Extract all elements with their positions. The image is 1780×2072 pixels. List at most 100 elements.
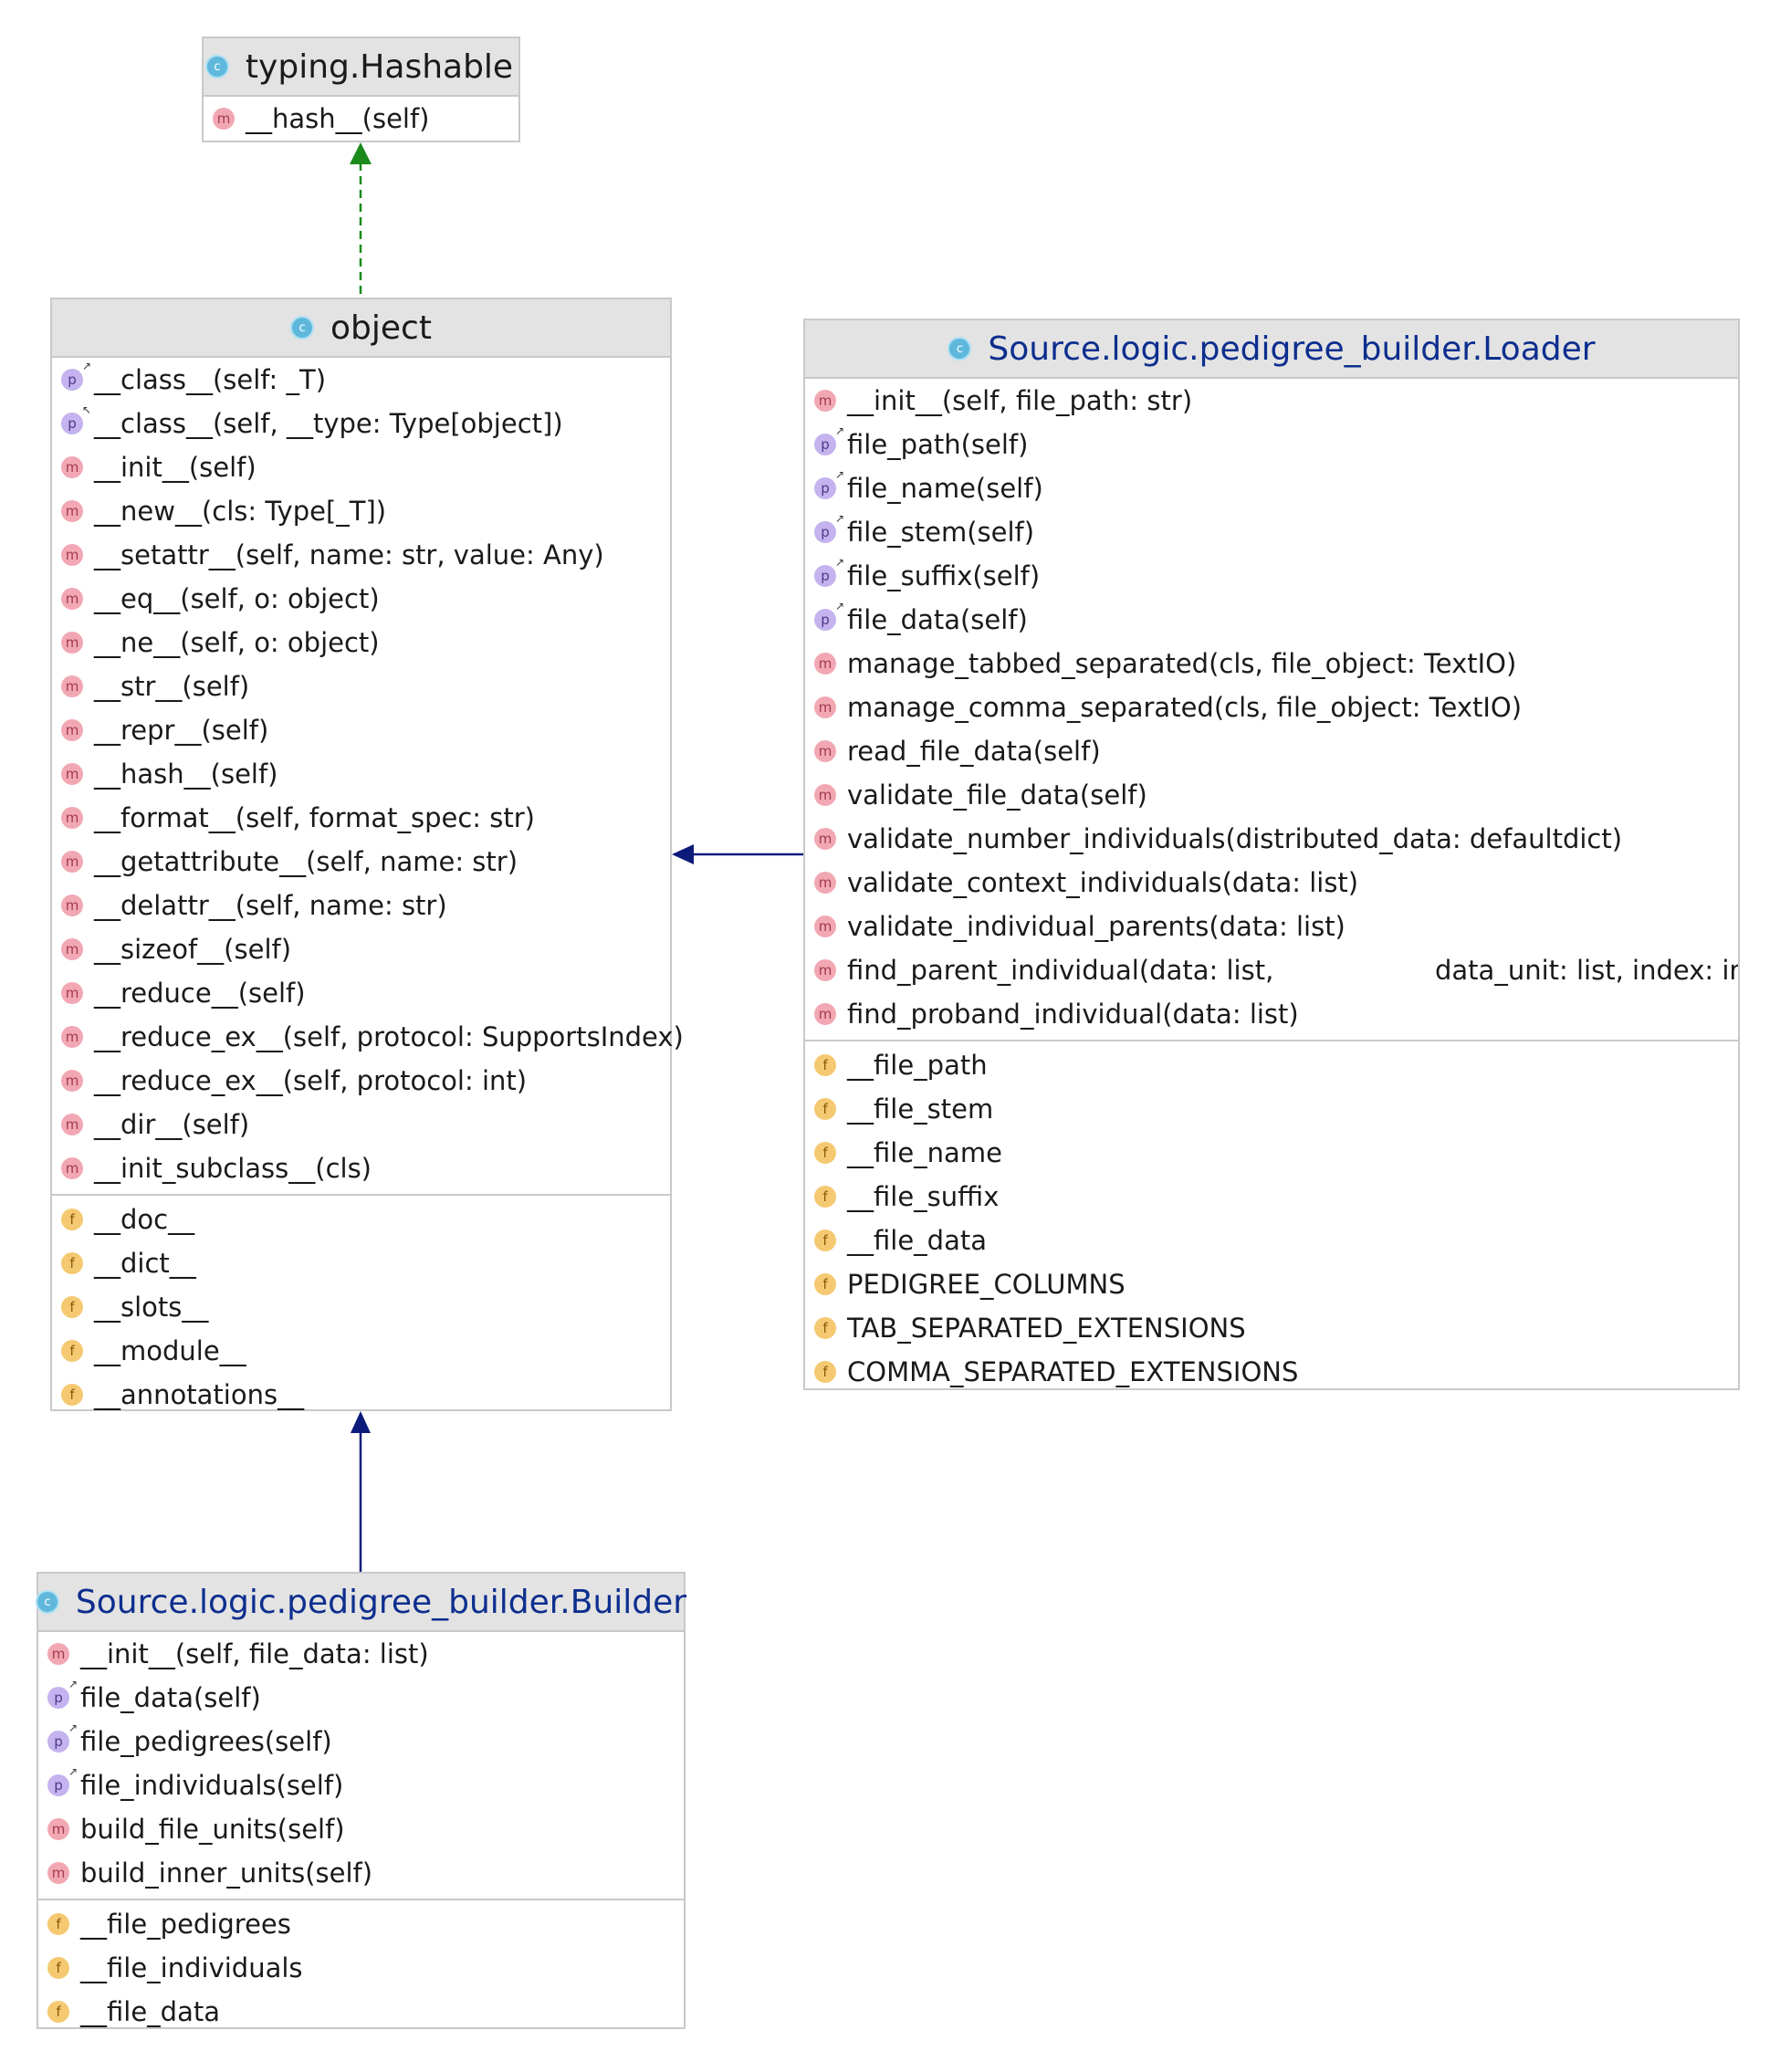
method-signature: __init__(self, file_path: str) — [847, 385, 1193, 416]
method-icon: m — [61, 500, 83, 522]
class-loader[interactable]: c Source.logic.pedigree_builder.Loader m… — [803, 319, 1740, 1390]
method-icon: m — [814, 653, 836, 675]
method-row[interactable]: m __init__(self, file_path: str) — [805, 379, 1738, 423]
class-header: c Source.logic.pedigree_builder.Builder — [35, 1574, 686, 1632]
method-row[interactable]: m__eq__(self, o: object) — [52, 577, 670, 621]
field-name: __file_pedigrees — [80, 1909, 291, 1940]
class-hashable[interactable]: c typing.Hashable m __hash__(self) — [202, 37, 520, 142]
field-icon: f — [61, 1252, 83, 1274]
methods-section: m__init__(self, file_data: list) pfile_d… — [38, 1632, 684, 1899]
field-name: TAB_SEPARATED_EXTENSIONS — [847, 1313, 1246, 1344]
field-row[interactable]: f__annotations__ — [52, 1373, 670, 1417]
method-row[interactable]: pfile_suffix(self) — [805, 554, 1738, 598]
method-row[interactable]: m__new__(cls: Type[_T]) — [52, 489, 670, 533]
method-signature: __class__(self: _T) — [94, 364, 327, 395]
method-row[interactable]: m__hash__(self) — [52, 752, 670, 796]
field-row[interactable]: f__slots__ — [52, 1285, 670, 1329]
method-row[interactable]: pfile_name(self) — [805, 466, 1738, 510]
field-icon: f — [814, 1317, 836, 1339]
field-name: __file_data — [847, 1225, 987, 1256]
method-icon: m — [61, 456, 83, 478]
field-row[interactable]: f __file_stem — [805, 1087, 1738, 1131]
class-header: c typing.Hashable — [204, 38, 518, 97]
property-icon: p — [814, 469, 844, 499]
field-row[interactable]: f __dict__ — [52, 1241, 670, 1285]
method-icon: m — [814, 959, 836, 981]
method-row[interactable]: pfile_path(self) — [805, 423, 1738, 466]
method-row[interactable]: m__repr__(self) — [52, 708, 670, 752]
class-builder[interactable]: c Source.logic.pedigree_builder.Builder … — [35, 1572, 686, 2029]
field-icon: f — [814, 1098, 836, 1120]
method-row[interactable]: m__setattr__(self, name: str, value: Any… — [52, 533, 670, 577]
fields-section: f__doc__ f __dict__ f__slots__ f__module_… — [52, 1194, 670, 1417]
fields-section: f__file_pedigrees f__file_individuals f_… — [38, 1899, 684, 2034]
method-row[interactable]: m__init__(self, file_data: list) — [38, 1632, 684, 1676]
field-row[interactable]: f__file_data — [805, 1219, 1738, 1262]
field-row[interactable]: f__module__ — [52, 1329, 670, 1373]
class-object[interactable]: c object p__class__(self: _T) p__class__… — [50, 298, 684, 1411]
field-name: __file_stem — [847, 1094, 994, 1125]
method-row[interactable]: p__class__(self, __type: Type[object]) — [52, 402, 670, 445]
method-row[interactable]: pfile_data(self) — [805, 598, 1738, 642]
field-icon: f — [61, 1384, 83, 1406]
field-row[interactable]: f__file_data — [38, 1990, 684, 2034]
method-row[interactable]: pfile_pedigrees(self) — [38, 1720, 684, 1763]
method-icon: m — [61, 1114, 83, 1135]
property-getter-icon: p — [61, 361, 91, 391]
property-icon: p — [814, 557, 844, 587]
method-signature: validate_individual_parents(data: list) — [847, 911, 1345, 942]
method-icon: m — [814, 390, 836, 412]
field-name: __file_path — [847, 1050, 988, 1081]
method-icon: m — [61, 588, 83, 610]
method-row[interactable]: m__delattr__(self, name: str) — [52, 884, 670, 927]
method-signature: __reduce__(self) — [94, 978, 306, 1009]
method-row[interactable]: m__reduce_ex__(self, protocol: SupportsI… — [52, 1015, 684, 1059]
fields-section: f__file_path f__file_stem f__file_name f… — [805, 1040, 1738, 1394]
property-icon: p — [47, 1766, 78, 1796]
method-signature: __getattribute__(self, name: str) — [94, 846, 518, 877]
field-name: __file_suffix — [847, 1181, 1000, 1212]
class-icon: c — [290, 316, 315, 340]
method-row[interactable]: m__reduce__(self) — [52, 971, 670, 1015]
method-row[interactable]: m __hash__(self) — [204, 97, 518, 141]
method-row[interactable]: m__ne__(self, o: object) — [52, 621, 670, 665]
field-name: __dict__ — [94, 1248, 196, 1279]
builder-extends-arrowhead — [351, 1411, 371, 1433]
method-row[interactable]: m__reduce_ex__(self, protocol: int) — [52, 1059, 670, 1103]
method-row[interactable]: m__init__(self) — [52, 445, 670, 489]
method-row[interactable]: m__init_subclass__(cls) — [52, 1146, 670, 1190]
method-row[interactable]: m__str__(self) — [52, 665, 670, 708]
field-row[interactable]: f__file_pedigrees — [38, 1902, 684, 1946]
field-row[interactable]: f__file_name — [805, 1131, 1738, 1175]
field-row[interactable]: f__file_path — [805, 1043, 1738, 1087]
methods-section: m __init__(self, file_path: str) pfile_pa… — [805, 379, 1738, 1040]
method-signature: file_stem(self) — [847, 517, 1035, 548]
property-icon: p — [814, 425, 844, 455]
method-signature: __str__(self) — [94, 671, 250, 702]
method-row[interactable]: m__format__(self, format_spec: str) — [52, 796, 670, 840]
method-row[interactable]: p__class__(self: _T) — [52, 358, 670, 402]
field-row[interactable]: f__file_suffix — [805, 1175, 1738, 1219]
field-row[interactable]: f TAB_SEPARATED_EXTENSIONS — [805, 1306, 1738, 1350]
field-row[interactable]: f__doc__ — [52, 1198, 670, 1241]
method-row[interactable]: pfile_stem(self) — [805, 510, 1738, 554]
method-row[interactable]: m__getattribute__(self, name: str) — [52, 840, 670, 884]
method-row[interactable]: pfile_data(self) — [38, 1676, 684, 1720]
method-row[interactable]: pfile_individuals(self) — [38, 1763, 684, 1807]
method-row[interactable]: m__sizeof__(self) — [52, 927, 670, 971]
field-row[interactable]: f__file_individuals — [38, 1946, 684, 1990]
method-row[interactable]: m__dir__(self) — [52, 1103, 670, 1146]
